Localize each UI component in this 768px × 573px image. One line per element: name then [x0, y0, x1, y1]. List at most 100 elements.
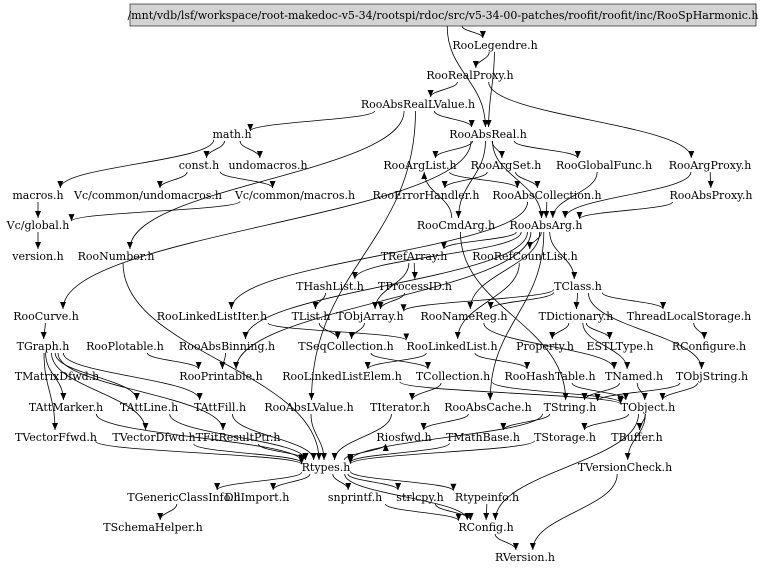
node-argproxy[interactable]: RooArgProxy.h: [669, 159, 752, 172]
node-rtypeinfo[interactable]: Rtypeinfo.h: [455, 491, 519, 504]
node-refcountlist[interactable]: RooRefCountList.h: [472, 250, 578, 263]
node-tseqcollection[interactable]: TSeqCollection.h: [298, 340, 393, 353]
node-tattfill[interactable]: TAttFill.h: [194, 401, 246, 414]
edge-number-to-rtypes: [122, 262, 322, 461]
node-tvectordfwd[interactable]: TVectorDfwd.h: [112, 431, 195, 444]
edge-math-to-undomacros: [239, 140, 263, 159]
node-number[interactable]: RooNumber.h: [78, 250, 155, 263]
node-snprintf[interactable]: snprintf.h: [328, 491, 382, 504]
node-realproxy[interactable]: RooRealProxy.h: [426, 69, 513, 82]
node-linkedlistelem[interactable]: RooLinkedListElem.h: [282, 370, 402, 383]
edge-abslvalue-to-rtypes: [310, 413, 327, 461]
node-abslvalue[interactable]: RooAbsLValue.h: [264, 401, 353, 414]
node-absreallvalue[interactable]: RooAbsRealLValue.h: [361, 98, 475, 111]
node-argset[interactable]: RooArgSet.h: [471, 159, 542, 172]
node-tprocessid[interactable]: TProcessID.h: [378, 280, 452, 293]
node-vcundomacros[interactable]: Vc/common/undomacros.h: [73, 189, 222, 202]
edge-curve-to-tgraph: [40, 322, 47, 340]
node-property[interactable]: Property.h: [516, 340, 574, 353]
edge-tclass-to-tdictionary: [573, 292, 580, 310]
node-vcmacros[interactable]: Vc/common/macros.h: [234, 189, 355, 202]
root-node[interactable]: /mnt/vdb/lsf/workspace/root-makedoc-v5-3…: [127, 3, 759, 27]
node-thashlist[interactable]: THashList.h: [296, 280, 364, 293]
edge-tcollection-to-tobject: [492, 381, 624, 403]
node-riosfwd[interactable]: Riosfwd.h: [376, 431, 431, 444]
node-tgraph[interactable]: TGraph.h: [17, 340, 70, 353]
node-vcglobal[interactable]: Vc/global.h: [6, 219, 70, 232]
node-globalfunc[interactable]: RooGlobalFunc.h: [556, 159, 652, 172]
node-tobjarray[interactable]: TObjArray.h: [336, 310, 403, 323]
edge-root-to-legendre: [461, 25, 486, 39]
node-trefarray[interactable]: TRefArray.h: [381, 250, 448, 263]
node-tattline[interactable]: TAttLine.h: [120, 401, 178, 414]
node-macros[interactable]: macros.h: [12, 189, 63, 202]
edge-tattline-to-rtypes: [169, 413, 309, 461]
node-legendre[interactable]: RooLegendre.h: [452, 39, 537, 52]
node-tschemahelper[interactable]: TSchemaHelper.h: [103, 521, 202, 534]
node-linkedlistiter[interactable]: RooLinkedListIter.h: [157, 310, 267, 323]
node-version[interactable]: version.h: [11, 250, 63, 263]
node-tmatrixdfwd[interactable]: TMatrixDfwd.h: [15, 370, 100, 383]
edge-linkedlistelem-to-tobject: [399, 381, 624, 405]
edge-tdictionary-to-esttype: [585, 322, 613, 340]
node-rtypes[interactable]: Rtypes.h: [302, 461, 351, 474]
edge-argproxy-to-absproxy: [707, 171, 714, 189]
node-tnamed[interactable]: TNamed.h: [605, 370, 663, 383]
node-threadlocal[interactable]: ThreadLocalStorage.h: [627, 310, 751, 323]
edge-legendre-to-realproxy: [472, 51, 490, 69]
edge-const-to-vcmacros: [219, 171, 276, 189]
node-tbuffer[interactable]: TBuffer.h: [611, 431, 662, 444]
node-math[interactable]: math.h: [212, 128, 251, 141]
node-hashtable[interactable]: RooHashTable.h: [504, 370, 595, 383]
edge-abscollection-to-linkedlistiter: [228, 201, 528, 310]
node-tversioncheck[interactable]: TVersionCheck.h: [578, 461, 672, 474]
node-rconfigure[interactable]: RConfigure.h: [672, 340, 746, 353]
node-linkedlist[interactable]: RooLinkedList.h: [406, 340, 497, 353]
edge-tstorage-to-rtypes: [347, 440, 535, 465]
node-plotable[interactable]: RooPlotable.h: [86, 340, 164, 353]
edge-tclass-to-tobjstring: [588, 292, 705, 370]
edge-trefarray-to-tobjarray: [372, 262, 410, 310]
node-tcollection[interactable]: TCollection.h: [416, 370, 490, 383]
node-absbinning[interactable]: RooAbsBinning.h: [179, 340, 275, 353]
node-esttype[interactable]: ESTLType.h: [587, 340, 654, 353]
node-tmathbase[interactable]: TMathBase.h: [446, 431, 520, 444]
edge-rconfig-to-rversion: [494, 533, 519, 551]
node-absarg[interactable]: RooAbsArg.h: [510, 219, 583, 232]
node-tvectorffwd[interactable]: TVectorFfwd.h: [15, 431, 97, 444]
node-rconfig[interactable]: RConfig.h: [458, 521, 513, 534]
node-titerator[interactable]: TIterator.h: [370, 401, 430, 414]
edge-rtypes-to-strlcpy: [347, 473, 402, 491]
node-tclass[interactable]: TClass.h: [554, 280, 602, 293]
node-tgenericclassinfo[interactable]: TGenericClassInfo.h: [127, 491, 240, 504]
node-strlcpy[interactable]: strlcpy.h: [396, 491, 443, 504]
root-node-label: /mnt/vdb/lsf/workspace/root-makedoc-v5-3…: [127, 9, 758, 22]
node-rversion[interactable]: RVersion.h: [495, 551, 555, 564]
node-tobjstring[interactable]: TObjString.h: [676, 370, 748, 383]
node-tobject[interactable]: TObject.h: [621, 401, 675, 414]
node-absproxy[interactable]: RooAbsProxy.h: [670, 189, 753, 202]
node-tstorage[interactable]: TStorage.h: [534, 431, 596, 444]
edge-snprintf-to-rconfig: [385, 503, 462, 522]
edge-tattfill-to-rtypes: [232, 413, 317, 461]
node-const[interactable]: const.h: [179, 159, 220, 172]
node-curve[interactable]: RooCurve.h: [13, 310, 79, 323]
edge-cmdarg-to-arglist: [421, 171, 453, 219]
node-arglist[interactable]: RooArgList.h: [383, 159, 456, 172]
edge-absreal-to-absarg: [492, 140, 545, 219]
node-tstring[interactable]: TString.h: [544, 401, 597, 414]
node-absreal[interactable]: RooAbsReal.h: [449, 128, 527, 141]
node-printable[interactable]: RooPrintable.h: [179, 370, 262, 383]
node-tattmarker[interactable]: TAttMarker.h: [29, 401, 103, 414]
node-cmdarg[interactable]: RooCmdArg.h: [417, 219, 495, 232]
node-tfitresultptr[interactable]: TFitResultPtr.h: [196, 431, 281, 444]
node-namereg[interactable]: RooNameReg.h: [420, 310, 507, 323]
edge-thashlist-to-tlist: [312, 292, 326, 310]
node-tdictionary[interactable]: TDictionary.h: [539, 310, 614, 323]
node-tlist[interactable]: TList.h: [292, 310, 331, 323]
node-undomacros[interactable]: undomacros.h: [228, 159, 307, 172]
node-dllimport[interactable]: DllImport.h: [225, 491, 290, 504]
node-abscollection[interactable]: RooAbsCollection.h: [492, 189, 601, 202]
node-abscache[interactable]: RooAbsCache.h: [444, 401, 531, 414]
node-errorhandler[interactable]: RooErrorHandler.h: [373, 189, 480, 202]
